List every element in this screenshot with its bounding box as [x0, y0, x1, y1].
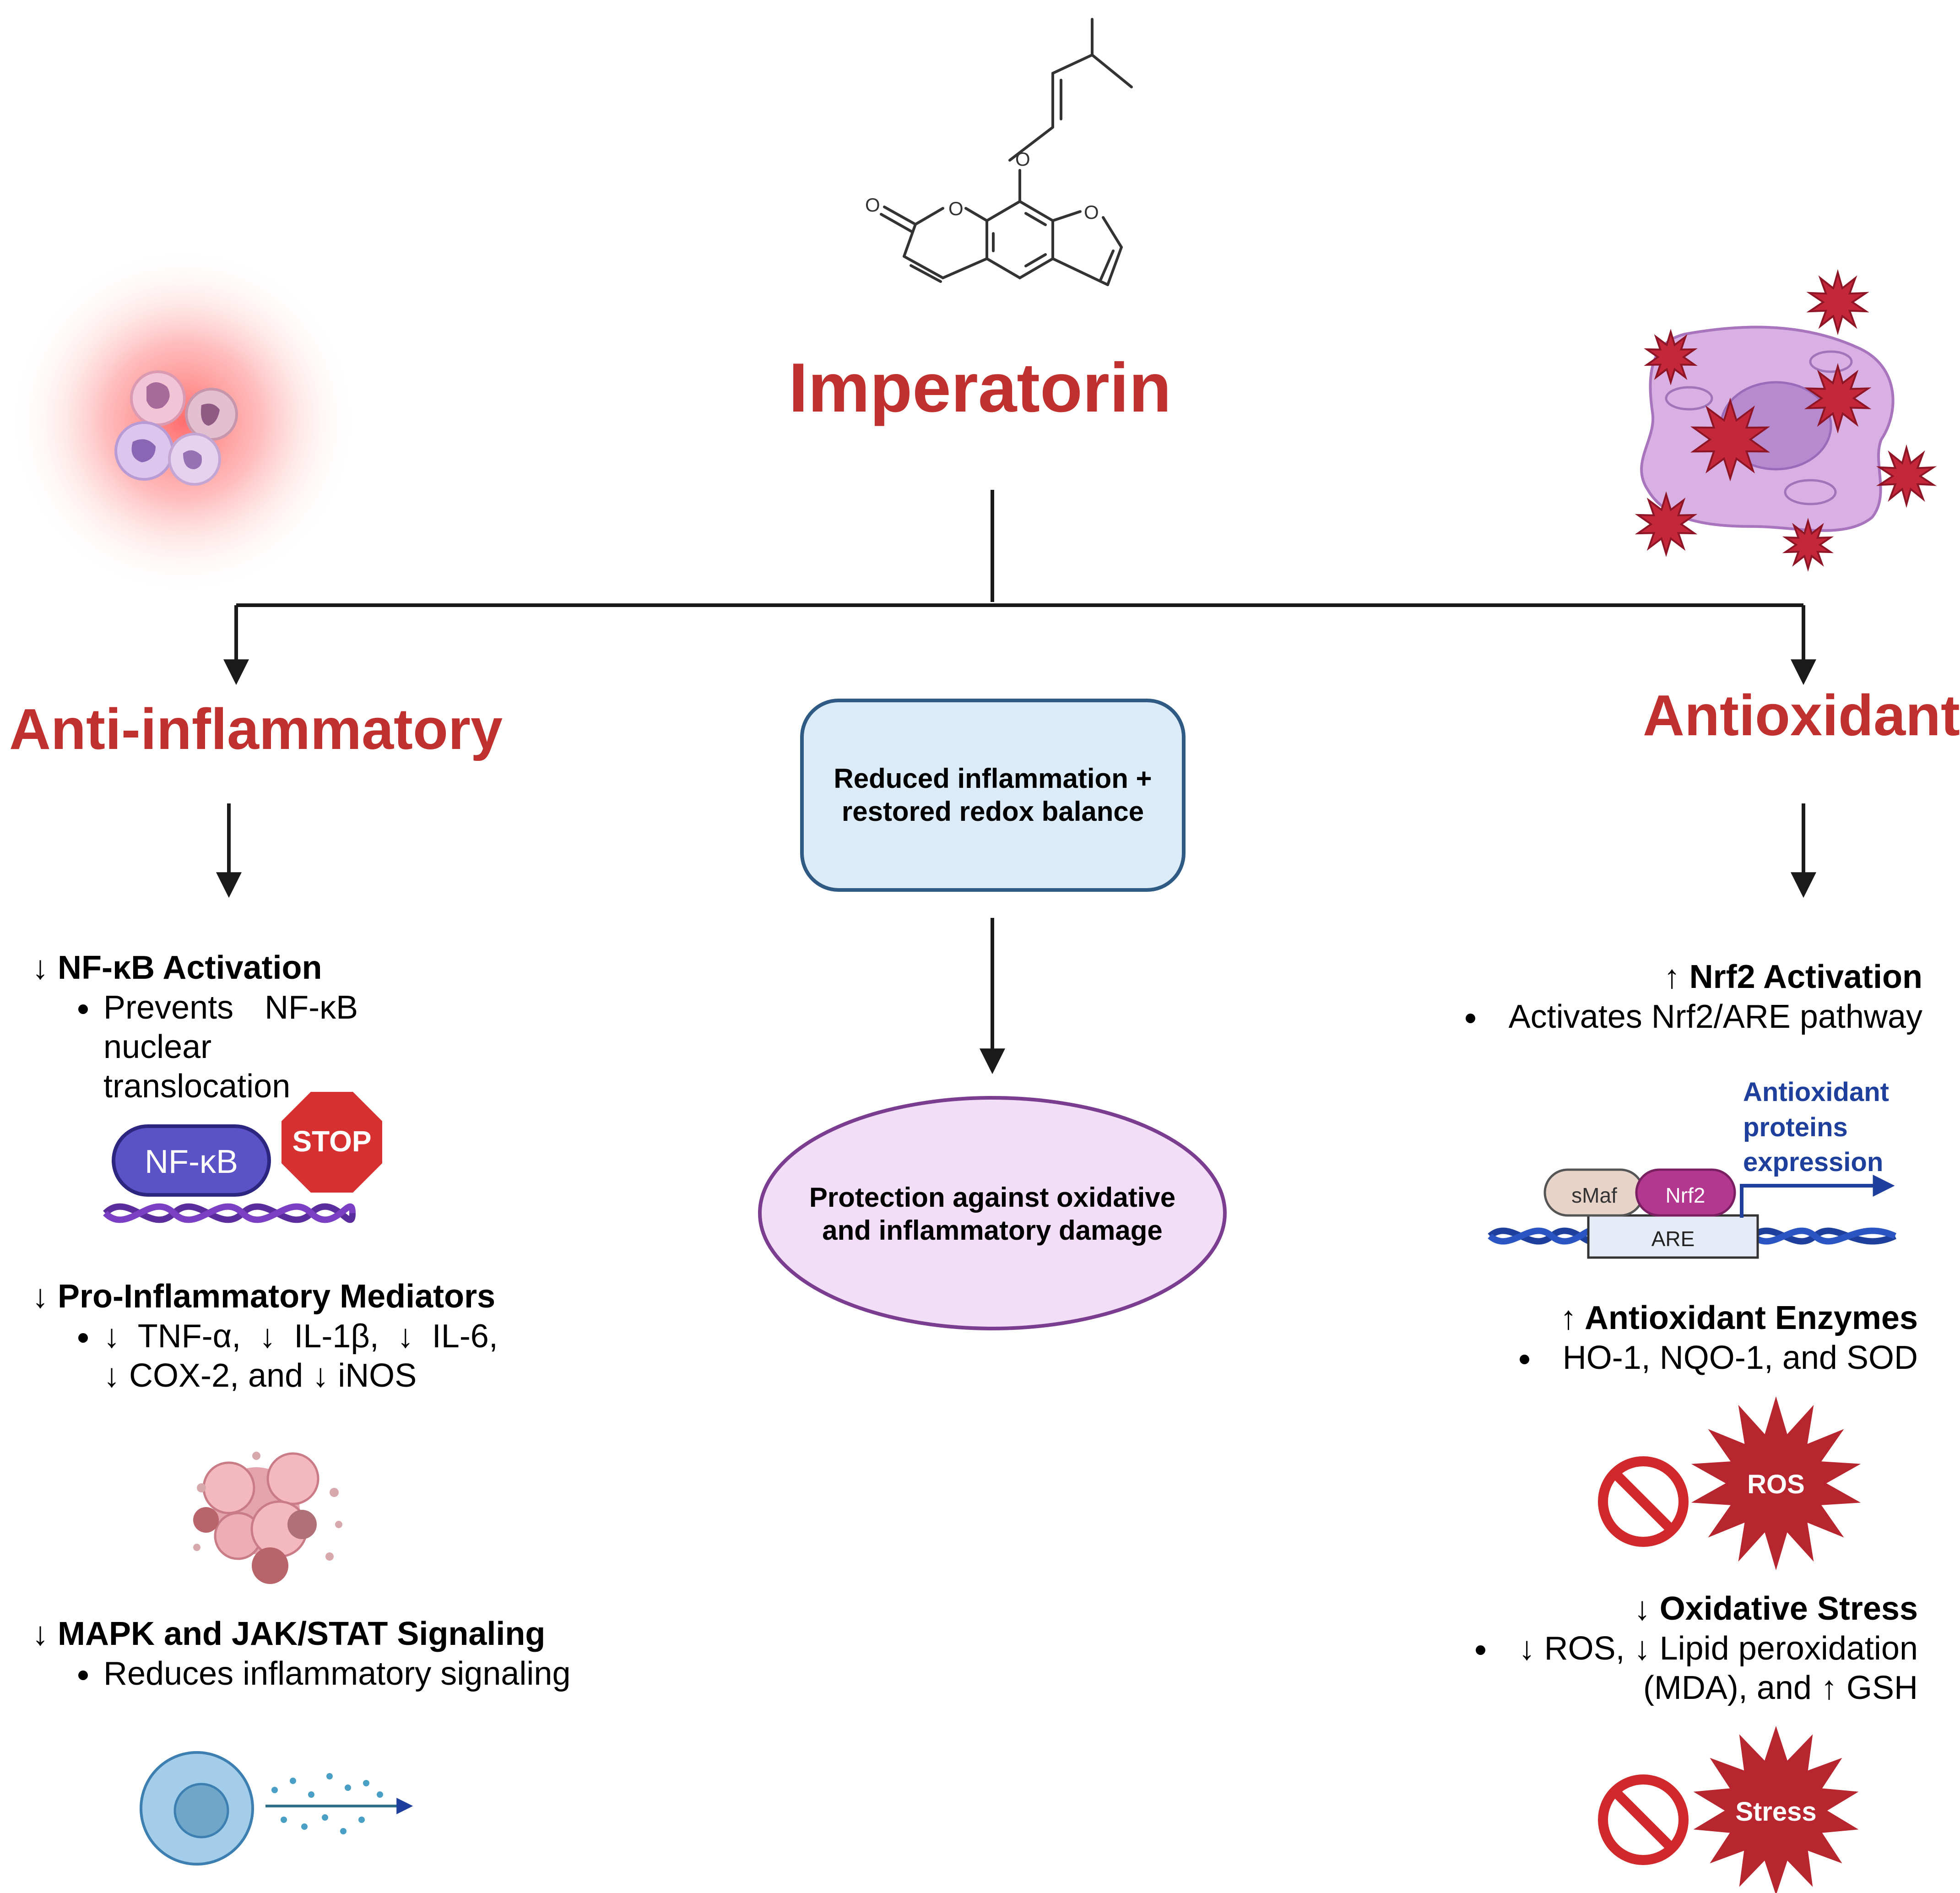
- nfkb-bullet-line2: translocation: [103, 1068, 291, 1105]
- molecule-oxygen-label: O: [948, 198, 964, 219]
- anti-inflammatory-title: Anti-inflammatory: [9, 697, 503, 761]
- nfkb-heading: ↓ NF-κB Activation: [32, 949, 322, 986]
- ros-burst-cluster: [1635, 269, 1937, 572]
- ellipse-line1: Protection against oxidative: [809, 1182, 1176, 1213]
- molecule-oxygen-label: O: [1015, 148, 1030, 170]
- mapk-bullets: Reduces inflammatory signaling: [32, 1654, 627, 1693]
- oxidative-stress-bullets: ↓ ROS, ↓ Lipid peroxidation (MDA), and ↑…: [1327, 1629, 1918, 1708]
- connector-lines: [216, 490, 1816, 1074]
- oxidative-stress-bullet-line1: ↓ ROS, ↓ Lipid peroxidation: [1518, 1630, 1918, 1667]
- nrf2-section: ↑ Nrf2 Activation Activates Nrf2/ARE pat…: [1327, 957, 1922, 1036]
- center-box-text: Reduced inflammation + restored redox ba…: [802, 762, 1184, 828]
- smaf-label: sMaf: [1571, 1183, 1617, 1207]
- ellipse-line2: and inflammatory damage: [822, 1215, 1163, 1246]
- ban-stress-icon: [1598, 1726, 1859, 1893]
- protection-ellipse: [758, 1096, 1227, 1330]
- ros-burst-icon: [1804, 363, 1872, 434]
- enzymes-bullets: HO-1, NQO-1, and SOD: [1327, 1338, 1918, 1378]
- main-title: Imperatorin: [788, 349, 1172, 427]
- stress-label: Stress: [1735, 1797, 1816, 1827]
- enzymes-heading: ↑ Antioxidant Enzymes: [1560, 1300, 1918, 1336]
- ban-ros-icon: [1598, 1396, 1861, 1570]
- ros-label: ROS: [1747, 1470, 1805, 1499]
- molecule-oxygen-label: O: [1084, 201, 1099, 223]
- ellipse-text: Protection against oxidative and inflamm…: [760, 1181, 1225, 1247]
- inflamed-leukocytes-icon: [9, 247, 357, 595]
- oxidative-stress-section: ↓ Oxidative Stress ↓ ROS, ↓ Lipid peroxi…: [1327, 1589, 1918, 1708]
- oxidative-stress-bullet-line2: (MDA), and ↑ GSH: [1643, 1670, 1918, 1706]
- nfkb-bullet-line1: Prevents NF-κB nuclear: [103, 989, 358, 1065]
- nfkb-stop-icon: [103, 1085, 389, 1223]
- mediators-bullets: ↓ TNF-α, ↓ IL-1β, ↓ IL-6, ↓ COX-2, and ↓…: [32, 1317, 536, 1395]
- cytokine-cluster-icon: [193, 1452, 342, 1584]
- imperatorin-molecule: [880, 18, 1133, 286]
- ros-burst-icon: [1876, 444, 1937, 508]
- mediators-heading: ↓ Pro-Inflammatory Mediators: [32, 1278, 496, 1315]
- center-box-line2: restored redox balance: [841, 796, 1144, 827]
- oxidative-stress-bullet: ↓ ROS, ↓ Lipid peroxidation (MDA), and ↑…: [1327, 1629, 1918, 1708]
- ros-burst-icon: [1644, 329, 1698, 385]
- mediators-bullet: ↓ TNF-α, ↓ IL-1β, ↓ IL-6, ↓ COX-2, and ↓…: [101, 1317, 536, 1395]
- expression-label-line1: Antioxidant: [1743, 1077, 1889, 1107]
- nfkb-bullet: Prevents NF-κB nuclear translocation: [101, 988, 490, 1106]
- nfkb-label: NF-κB: [145, 1144, 238, 1180]
- oxidative-stress-heading: ↓ Oxidative Stress: [1634, 1590, 1918, 1627]
- nrf2-bullet-line1: Activates Nrf2/ARE pathway: [1508, 998, 1922, 1035]
- enzymes-bullet: HO-1, NQO-1, and SOD: [1327, 1338, 1918, 1378]
- molecule-oxygen-label: O: [865, 194, 880, 216]
- mediators-section: ↓ Pro-Inflammatory Mediators ↓ TNF-α, ↓ …: [32, 1276, 536, 1395]
- ros-burst-icon: [1782, 517, 1834, 572]
- center-summary-box: [800, 699, 1186, 892]
- signaling-cell-icon: [140, 1751, 413, 1866]
- nrf2-heading: ↑ Nrf2 Activation: [1663, 959, 1922, 995]
- mapk-bullet: Reduces inflammatory signaling: [101, 1654, 627, 1693]
- ros-burst-icon: [1635, 491, 1698, 557]
- mapk-bullet-line1: Reduces inflammatory signaling: [103, 1655, 571, 1692]
- nfkb-section: ↓ NF-κB Activation Prevents NF-κB nuclea…: [32, 948, 490, 1106]
- mediators-bullet-line2: ↓ COX-2, and ↓ iNOS: [103, 1357, 417, 1394]
- mapk-section: ↓ MAPK and JAK/STAT Signaling Reduces in…: [32, 1614, 627, 1693]
- expression-label-line2: proteins: [1743, 1112, 1848, 1142]
- antioxidant-title: Antioxidant: [1643, 683, 1960, 748]
- nrf2-are-dna-icon: [1488, 1168, 1896, 1259]
- enzymes-section: ↑ Antioxidant Enzymes HO-1, NQO-1, and S…: [1327, 1298, 1918, 1378]
- nrf2-bullet: Activates Nrf2/ARE pathway: [1327, 997, 1922, 1036]
- nrf2-label: Nrf2: [1666, 1183, 1706, 1207]
- mediators-bullet-line1: ↓ TNF-α, ↓ IL-1β, ↓ IL-6,: [103, 1318, 498, 1355]
- oxidative-stress-cell-icon: [1640, 325, 1895, 532]
- mapk-heading: ↓ MAPK and JAK/STAT Signaling: [32, 1616, 546, 1652]
- center-box-line1: Reduced inflammation +: [834, 763, 1152, 794]
- nfkb-bullets: Prevents NF-κB nuclear translocation: [32, 988, 490, 1106]
- are-label: ARE: [1651, 1227, 1695, 1251]
- ros-burst-icon: [1806, 269, 1869, 336]
- expression-label-line3: expression: [1743, 1147, 1883, 1177]
- nrf2-bullets: Activates Nrf2/ARE pathway: [1327, 997, 1922, 1036]
- stop-label: STOP: [292, 1125, 371, 1158]
- ros-burst-icon: [1690, 397, 1770, 482]
- enzymes-bullet-line1: HO-1, NQO-1, and SOD: [1562, 1340, 1918, 1376]
